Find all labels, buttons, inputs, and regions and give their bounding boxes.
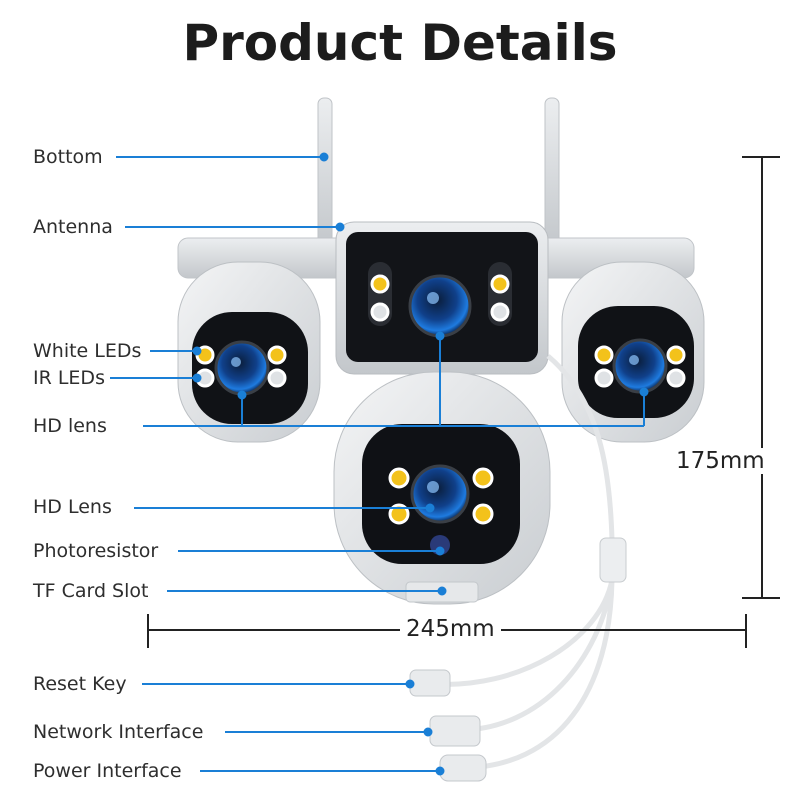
callout-lines: [110, 152, 649, 776]
antennas: [317, 97, 560, 249]
label-hd-lens-top: HD lens: [33, 415, 107, 437]
label-hd-lens-bottom: HD Lens: [33, 496, 112, 518]
center-ptz-camera: [333, 371, 551, 605]
label-ir-leds: IR LEDs: [33, 367, 105, 389]
connectors: [409, 669, 487, 782]
label-reset-key: Reset Key: [33, 673, 127, 695]
page-title: Product Details: [182, 14, 618, 72]
left-camera: [177, 261, 321, 443]
dimension-height: 175mm: [670, 448, 771, 474]
right-camera: [561, 261, 705, 443]
label-power-interface: Power Interface: [33, 760, 182, 782]
label-bottom: Bottom: [33, 146, 103, 168]
label-network-interface: Network Interface: [33, 721, 204, 743]
cable-splitter: [599, 537, 627, 583]
label-tf-card-slot: TF Card Slot: [33, 580, 149, 602]
center-fixed-camera: [335, 221, 549, 375]
cables: [429, 354, 615, 771]
label-antenna: Antenna: [33, 216, 113, 238]
label-photoresistor: Photoresistor: [33, 540, 159, 562]
label-white-leds: White LEDs: [33, 340, 142, 362]
dimension-width: 245mm: [400, 616, 501, 642]
